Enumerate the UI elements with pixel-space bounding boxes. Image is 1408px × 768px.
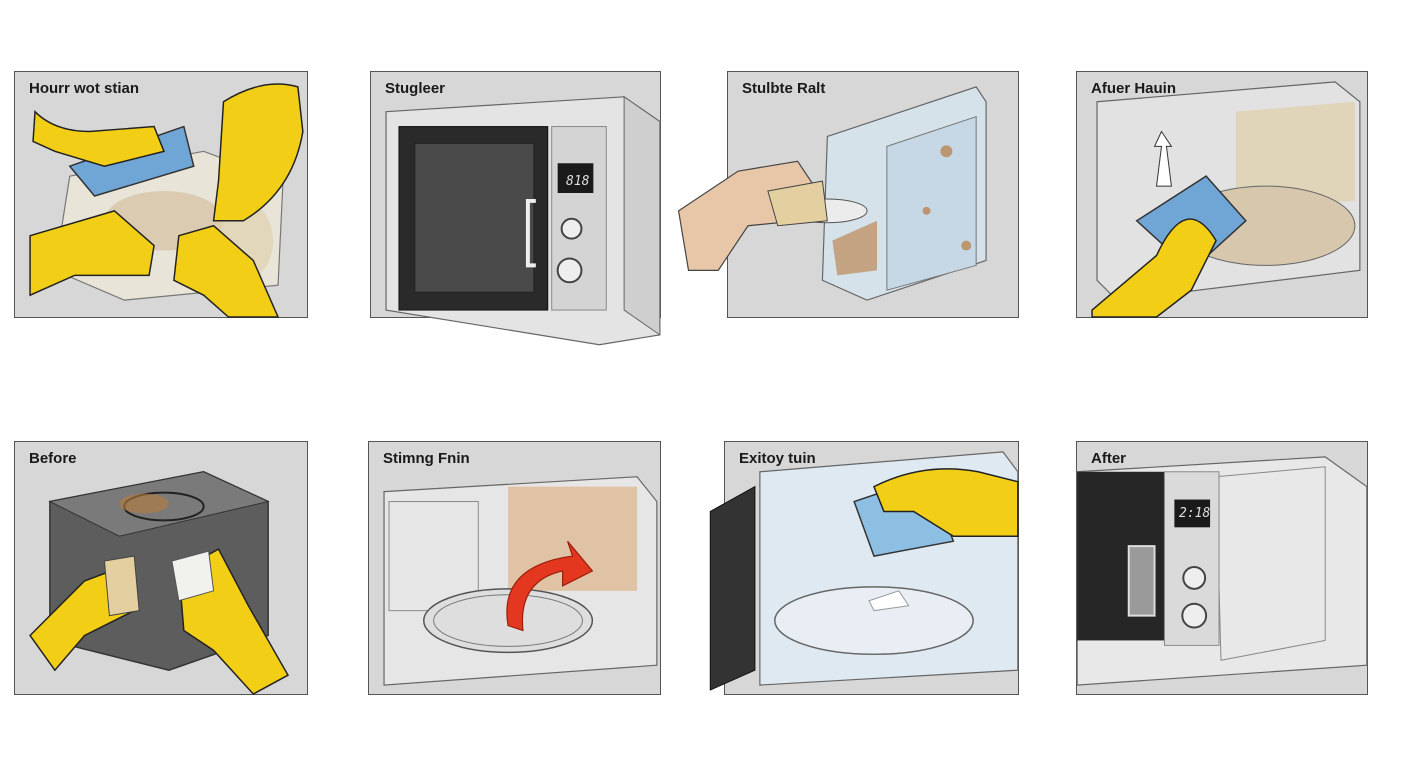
- step-panel-8: After 2:18: [1076, 441, 1368, 695]
- microwave-interior-illustration: [1091, 81, 1361, 318]
- step-panel-7: Exitoy tuin: [709, 441, 1019, 695]
- step-panel-1: Hourr wot stian: [14, 71, 308, 318]
- panel-title: Stulbte Ralt: [742, 80, 826, 97]
- clean-microwave-icon: [1076, 456, 1368, 686]
- rotate-arrow-icon: [506, 540, 594, 632]
- panel-title: Exitoy tuin: [739, 450, 816, 467]
- panel-title: Hourr wot stian: [29, 80, 140, 97]
- step-panel-2: Stugleer 818: [370, 71, 661, 346]
- panel-title: After: [1091, 450, 1127, 467]
- step-panel-6: Stimng Fnin: [368, 441, 661, 695]
- turntable-illustration: [383, 476, 658, 686]
- panel-title: Before: [29, 450, 77, 467]
- panel-title: Afuer Hauin: [1091, 80, 1177, 97]
- panel-title: Stugleer: [385, 80, 446, 97]
- timer-display: 2:18: [1179, 506, 1211, 521]
- step-panel-3: Stulbte Ralt: [677, 71, 1019, 318]
- cleaning-cloth-illustration: [29, 83, 304, 318]
- timer-display: 818: [566, 174, 590, 189]
- step-panel-4: Afuer Hauin: [1076, 71, 1368, 318]
- step-panel-5: Before: [14, 441, 308, 695]
- panel-title: Stimng Fnin: [383, 450, 470, 467]
- dirty-microwave-box-illustration: [29, 470, 290, 695]
- microwave-icon: [385, 95, 661, 346]
- open-microwave-illustration: [709, 451, 1019, 691]
- stained-microwave-illustration: [677, 86, 987, 301]
